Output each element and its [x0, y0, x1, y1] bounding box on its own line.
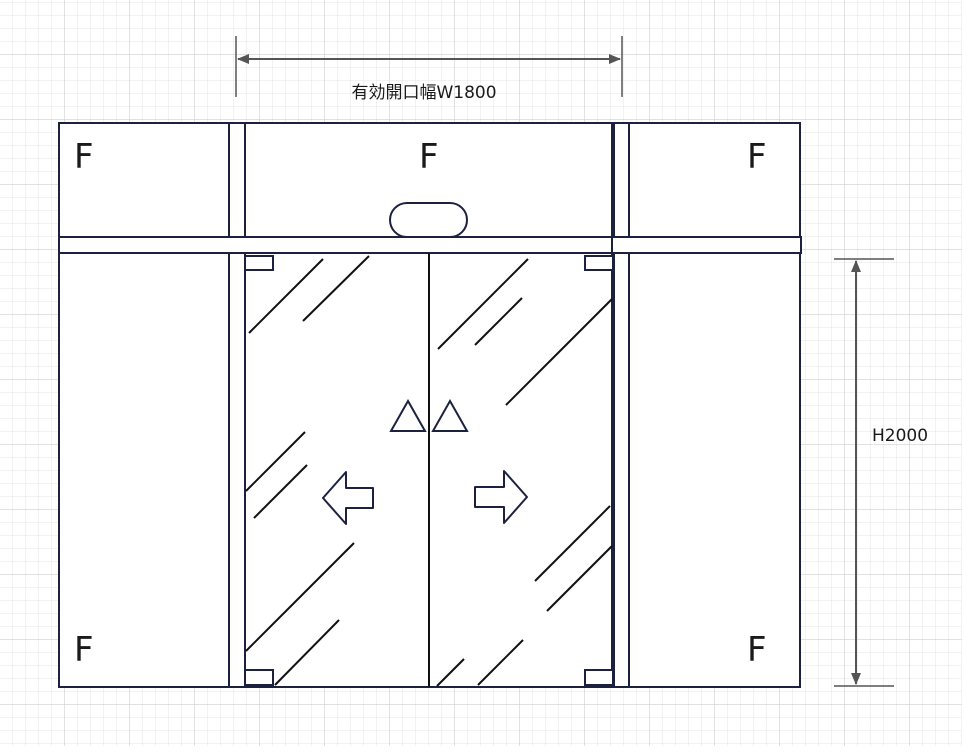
panel-label-bottom-right: F [747, 630, 767, 670]
door-sensor [389, 202, 468, 238]
patch-fitting-top-right [584, 255, 614, 271]
panel-labels: F F F F F [74, 137, 767, 670]
glass-reflection-lines [245, 255, 613, 687]
arrow-left-outline-icon [322, 471, 374, 525]
triangle-outline-icon-left [389, 398, 427, 432]
triangle-outline-icon [389, 398, 469, 432]
patch-fitting-top-left [244, 255, 274, 271]
panel-label-top-left: F [74, 137, 94, 177]
triangle-outline-icon-right [431, 398, 469, 432]
right-mullion [613, 122, 630, 688]
sliding-doors [244, 123, 615, 688]
arrow-right-outline-icon [474, 470, 528, 524]
height-dimension: H2000 [834, 258, 928, 687]
width-dimension: 有効開口幅W1800 [235, 36, 623, 103]
patch-fitting-bottom-right [584, 669, 614, 686]
height-label: H2000 [872, 426, 928, 446]
transom-bar [58, 236, 802, 254]
width-label: 有効開口幅W1800 [351, 83, 496, 103]
door-patch-fittings [244, 255, 614, 686]
left-mullion [228, 122, 246, 688]
panel-label-top-right: F [747, 137, 767, 177]
panel-label-top-center: F [419, 137, 439, 177]
patch-fitting-bottom-left [244, 669, 274, 686]
panel-label-bottom-left: F [74, 630, 94, 670]
